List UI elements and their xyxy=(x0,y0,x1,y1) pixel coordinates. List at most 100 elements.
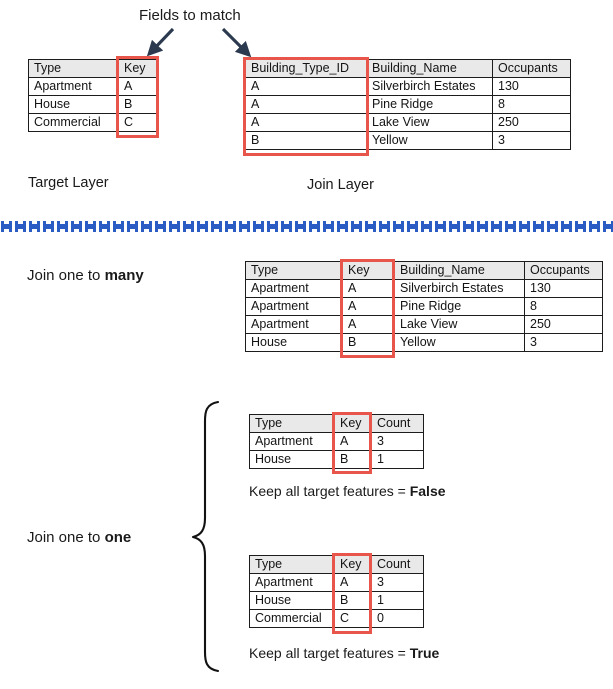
cell-type: Commercial xyxy=(28,113,119,132)
cell-key: C xyxy=(334,609,372,628)
cell-key: B xyxy=(118,95,158,114)
arrow-down-right-icon xyxy=(221,27,252,58)
cell-key: A xyxy=(118,77,158,96)
join-layer-caption: Join Layer xyxy=(307,177,374,193)
join-one-to-one-prefix: Join one to xyxy=(27,529,105,546)
dashed-divider-icon xyxy=(0,221,613,233)
keep-all-true-emph: True xyxy=(409,645,440,661)
cell-occupants: 8 xyxy=(524,297,603,316)
divider-dash xyxy=(561,221,572,232)
cell-type: Commercial xyxy=(249,609,335,628)
divider-dash xyxy=(85,221,96,232)
table-row: A Silverbirch Estates 130 xyxy=(245,77,571,96)
target-layer-caption: Target Layer xyxy=(28,175,109,191)
cell-building-name: Lake View xyxy=(366,113,493,132)
table-row: Apartment A xyxy=(28,77,158,96)
join-one-to-many-emph: many xyxy=(104,267,144,284)
table-header-row: Type Key Count xyxy=(249,414,424,433)
table-header-row: Type Key Count xyxy=(249,555,424,574)
cell-key: C xyxy=(118,113,158,132)
keep-all-false-label: Keep all target features = False xyxy=(249,484,446,498)
cell-occupants: 3 xyxy=(524,333,603,352)
column-header-type: Type xyxy=(249,555,335,574)
column-header-building-name: Building_Name xyxy=(394,261,525,280)
table-row: Apartment A 3 xyxy=(249,573,424,592)
one-to-many-table: Type Key Building_Name Occupants Apartme… xyxy=(245,261,603,352)
one-to-one-false-table: Type Key Count Apartment A 3 House B 1 xyxy=(249,414,424,469)
divider-dash xyxy=(589,221,600,232)
divider-dash xyxy=(169,221,180,232)
cell-type: Apartment xyxy=(245,315,343,334)
divider-dash xyxy=(197,221,208,232)
cell-occupants: 8 xyxy=(492,95,571,114)
column-header-building-type-id: Building_Type_ID xyxy=(245,59,367,78)
divider-dash xyxy=(449,221,460,232)
divider-dash xyxy=(253,221,264,232)
cell-type: House xyxy=(28,95,119,114)
column-header-type: Type xyxy=(249,414,335,433)
cell-key: A xyxy=(334,432,372,451)
join-layer-table: Building_Type_ID Building_Name Occupants… xyxy=(245,59,571,150)
cell-type: House xyxy=(245,333,343,352)
divider-dash xyxy=(211,221,222,232)
table-row: A Pine Ridge 8 xyxy=(245,95,571,114)
cell-key: A xyxy=(334,573,372,592)
column-header-type: Type xyxy=(245,261,343,280)
target-layer-table: Type Key Apartment A House B Commercial … xyxy=(28,59,158,132)
cell-occupants: 130 xyxy=(492,77,571,96)
table-row: Apartment A Lake View 250 xyxy=(245,315,603,334)
cell-building-name: Yellow xyxy=(366,131,493,150)
cell-building-name: Pine Ridge xyxy=(394,297,525,316)
divider-dash xyxy=(365,221,376,232)
divider-dash xyxy=(309,221,320,232)
divider-dash xyxy=(379,221,390,232)
cell-building-name: Yellow xyxy=(394,333,525,352)
keep-all-true-label: Keep all target features = True xyxy=(249,646,439,660)
column-header-type: Type xyxy=(28,59,119,78)
divider-dash xyxy=(323,221,334,232)
divider-dash xyxy=(239,221,250,232)
divider-dash xyxy=(71,221,82,232)
keep-all-false-emph: False xyxy=(409,483,446,499)
cell-count: 0 xyxy=(371,609,424,628)
cell-key: B xyxy=(334,450,372,469)
column-header-building-name: Building_Name xyxy=(366,59,493,78)
divider-dash xyxy=(281,221,292,232)
cell-occupants: 3 xyxy=(492,131,571,150)
column-header-count: Count xyxy=(371,555,424,574)
table-row: House B Yellow 3 xyxy=(245,333,603,352)
column-header-key: Key xyxy=(334,555,372,574)
cell-building-name: Pine Ridge xyxy=(366,95,493,114)
table-row: House B 1 xyxy=(249,591,424,610)
keep-all-true-prefix: Keep all target features = xyxy=(249,645,410,661)
arrow-down-left-icon xyxy=(146,27,175,57)
cell-type: Apartment xyxy=(249,432,335,451)
join-layer-table-wrap: Building_Type_ID Building_Name Occupants… xyxy=(245,59,571,150)
cell-count: 1 xyxy=(371,591,424,610)
cell-building-type-id: A xyxy=(245,77,367,96)
divider-dash xyxy=(519,221,530,232)
divider-dash xyxy=(225,221,236,232)
cell-building-name: Silverbirch Estates xyxy=(366,77,493,96)
cell-occupants: 250 xyxy=(492,113,571,132)
divider-dash xyxy=(407,221,418,232)
divider-dash xyxy=(463,221,474,232)
table-row: A Lake View 250 xyxy=(245,113,571,132)
table-row: B Yellow 3 xyxy=(245,131,571,150)
table-row: House B 1 xyxy=(249,450,424,469)
table-row: Apartment A Pine Ridge 8 xyxy=(245,297,603,316)
divider-dash xyxy=(15,221,26,232)
divider-dash xyxy=(1,221,12,232)
column-header-key: Key xyxy=(342,261,395,280)
cell-type: Apartment xyxy=(245,297,343,316)
column-header-occupants: Occupants xyxy=(524,261,603,280)
join-one-to-many-prefix: Join one to xyxy=(27,267,105,284)
divider-dash xyxy=(267,221,278,232)
target-layer-table-wrap: Type Key Apartment A House B Commercial … xyxy=(28,59,158,132)
table-row: Apartment A 3 xyxy=(249,432,424,451)
divider-dash xyxy=(127,221,138,232)
cell-building-type-id: A xyxy=(245,95,367,114)
join-one-to-one-label: Join one to one xyxy=(27,530,131,545)
cell-type: House xyxy=(249,450,335,469)
join-one-to-many-label: Join one to many xyxy=(27,268,144,283)
